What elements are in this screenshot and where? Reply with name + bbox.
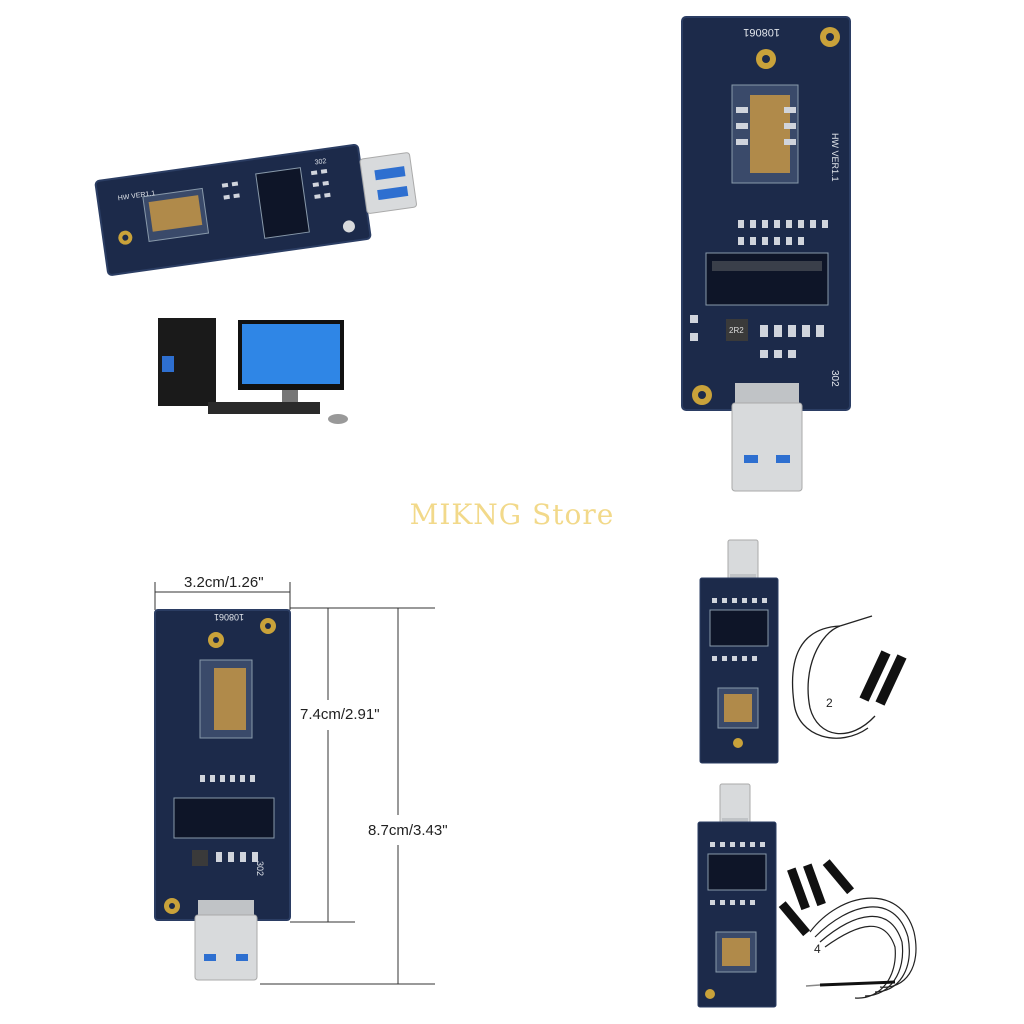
total-length-dimension-label: 8.7cm/3.43" [368,822,448,839]
antenna-count-label-4: 4 [814,942,821,956]
kit-2-antennas-image [699,539,907,764]
vertical-board-image: 2R2 108061 HW VER1.1 302 [681,16,851,492]
computer-icon [158,318,348,424]
dimension-board-image: 302 108061 [154,582,435,985]
antenna-count-label-2: 2 [826,696,833,710]
dimension-serial-text: 108061 [214,612,244,622]
dimension-chip-text: 302 [255,861,265,876]
store-watermark: MIKNG Store [409,498,615,531]
board-length-dimension-label: 7.4cm/2.91" [300,706,380,723]
kit-4-antennas-image [697,783,917,1008]
panel-horizontal-board: HW VER1.1 302 [90,130,420,430]
inductor-code-text: 2R2 [729,326,744,335]
width-dimension-label: 3.2cm/1.26" [184,574,264,591]
board-version-text-vertical: HW VER1.1 [830,133,840,182]
panel-vertical-board: 2R2 108061 HW VER1.1 302 [680,15,855,495]
board-chip-text: 302 [314,158,327,167]
panel-kit-4-antennas: 4 [690,782,940,1012]
panel-dimensions: 302 108061 3.2cm/1.26" 7.4cm/2.91" 8.7cm… [140,560,450,1000]
horizontal-board-image: HW VER1.1 302 [94,143,417,424]
board-chip-text-vertical: 302 [829,370,840,387]
panel-kit-2-antennas: 2 [690,538,940,768]
board-serial-text: 108061 [743,26,780,38]
